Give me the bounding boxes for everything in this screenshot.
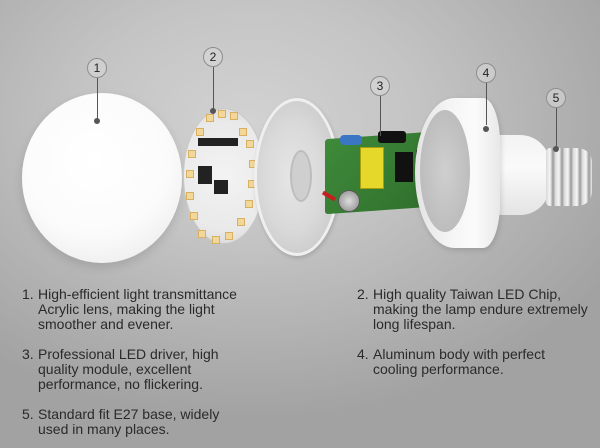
ic-chip-icon	[198, 166, 212, 184]
feature-number: 5.	[22, 406, 34, 422]
feature-text: Standard fit E27 base, widely used in ma…	[38, 406, 220, 437]
feature-text: High quality Taiwan LED Chip, making the…	[373, 286, 588, 332]
led-chip-icon	[196, 128, 204, 136]
feature-number: 4.	[357, 346, 369, 362]
led-chip-icon	[239, 128, 247, 136]
callout-5-dot	[553, 146, 559, 152]
callout-4-leader	[486, 83, 487, 125]
capacitor-icon	[338, 190, 360, 212]
ic-chip-icon	[198, 138, 238, 146]
led-chip-icon	[190, 212, 198, 220]
acrylic-lens-dome	[22, 93, 182, 263]
led-chip-icon	[198, 230, 206, 238]
capacitor-icon	[340, 135, 362, 145]
led-chip-icon	[212, 236, 220, 244]
callout-1-dot	[94, 118, 100, 124]
led-chip-icon	[225, 232, 233, 240]
feature-text: Aluminum body with perfect cooling perfo…	[373, 346, 545, 377]
callout-2-dot	[210, 108, 216, 114]
feature-4: 4. Aluminum body with perfect cooling pe…	[357, 347, 577, 377]
capacitor-icon	[378, 131, 406, 143]
led-chip-icon	[206, 114, 214, 122]
callout-3: 3	[370, 76, 390, 96]
ic-chip-icon	[214, 180, 228, 194]
callout-1-leader	[97, 78, 98, 120]
led-chip-icon	[246, 140, 254, 148]
feature-2: 2. High quality Taiwan LED Chip, making …	[357, 287, 589, 332]
feature-3: 3. Professional LED driver, high quality…	[22, 347, 262, 392]
feature-text: Professional LED driver, high quality mo…	[38, 346, 219, 392]
callout-2-leader	[213, 67, 214, 111]
ic-chip-icon	[395, 152, 413, 182]
callout-3-leader	[380, 96, 381, 136]
led-chip-icon	[186, 192, 194, 200]
e27-screw-base	[546, 148, 592, 206]
led-chip-icon	[186, 170, 194, 178]
led-chip-icon	[237, 218, 245, 226]
led-chip-icon	[245, 200, 253, 208]
feature-1: 1. High-efficient light transmittance Ac…	[22, 287, 272, 332]
callout-4-dot	[483, 126, 489, 132]
feature-5: 5. Standard fit E27 base, widely used in…	[22, 407, 252, 437]
led-chip-icon	[188, 150, 196, 158]
feature-text: High-efficient light transmittance Acryl…	[38, 286, 237, 332]
led-chip-icon	[218, 110, 226, 118]
callout-5-leader	[556, 108, 557, 148]
feature-number: 2.	[357, 286, 369, 302]
callout-4: 4	[476, 63, 496, 83]
transformer-icon	[360, 147, 384, 189]
feature-number: 3.	[22, 346, 34, 362]
callout-5: 5	[546, 88, 566, 108]
aluminum-body-inner	[420, 110, 470, 232]
callout-2: 2	[203, 47, 223, 67]
led-chip-icon	[230, 112, 238, 120]
feature-number: 1.	[22, 286, 34, 302]
callout-1: 1	[87, 58, 107, 78]
plate-center-hole	[290, 150, 312, 202]
